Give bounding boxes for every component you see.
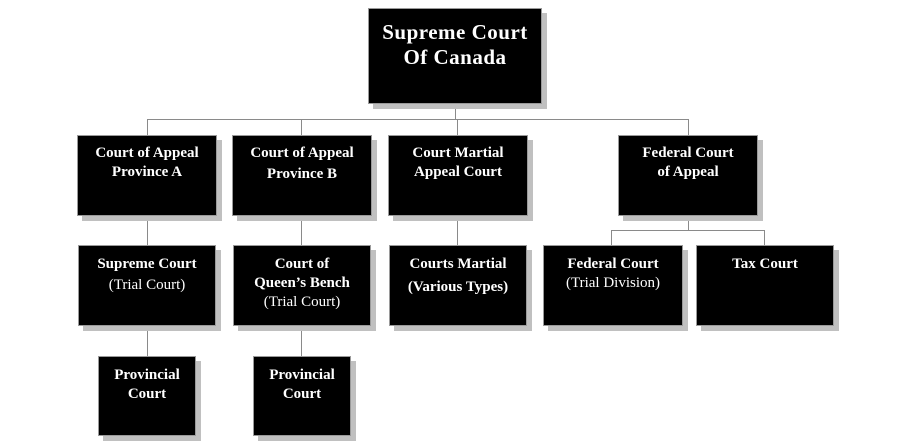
node-line: Federal Court [567,256,659,272]
node-line: Province A [111,164,183,180]
connector-top-bus [147,119,689,120]
connector-qb-to-prov-b [301,326,302,356]
node-line: Appeal Court [414,164,502,180]
node-line: Provincial [269,367,335,383]
connector-to-fct [611,230,612,245]
node-line: Court of [274,256,330,272]
connector-b-to-qb [301,216,302,245]
node-federal-court-trial-division: Federal Court (Trial Division) [543,245,683,326]
connector-fca-bus [611,230,765,231]
node-court-of-queens-bench: Court of Queen’s Bench (Trial Court) [233,245,371,326]
node-line: Tax Court [732,256,798,272]
node-federal-court-of-appeal: Federal Court of Appeal [618,135,758,216]
node-line: Court of Appeal [95,145,199,161]
node-line: Federal Court [642,145,734,161]
node-line: Provincial [114,367,180,383]
node-line: Queen’s Bench [254,275,350,291]
connector-to-cmac [457,119,458,135]
node-subtitle: (Trial Court) [263,294,341,310]
node-line: of Appeal [657,164,719,180]
node-supreme-court-trial: Supreme Court (Trial Court) [78,245,216,326]
node-line: Court [127,386,167,402]
node-subtitle: (Trial Division) [565,275,661,291]
node-supreme-court-of-canada: Supreme Court Of Canada [368,8,542,104]
connector-to-appeal-b [301,119,302,135]
connector-top-trunk [455,104,456,119]
node-line: Court [282,386,322,402]
connector-cmac-to-cm [457,216,458,245]
node-line: Supreme Court [382,20,528,44]
node-line: Court of Appeal [250,145,354,161]
node-line: (Various Types) [407,279,509,295]
node-provincial-court-a: Provincial Court [98,356,196,436]
connector-to-appeal-a [147,119,148,135]
node-line: Supreme Court [97,256,197,272]
node-provincial-court-b: Provincial Court [253,356,351,436]
node-court-of-appeal-province-b: Court of Appeal Province B [232,135,372,216]
connector-trial-to-prov-a [147,326,148,356]
node-tax-court: Tax Court [696,245,834,326]
connector-to-fca [688,119,689,135]
node-court-martial-appeal-court: Court Martial Appeal Court [388,135,528,216]
connector-to-tax [764,230,765,245]
node-courts-martial: Courts Martial (Various Types) [389,245,527,326]
node-line: Courts Martial [409,256,507,272]
connector-fca-trunk [688,216,689,230]
node-line: Of Canada [403,45,507,69]
node-court-of-appeal-province-a: Court of Appeal Province A [77,135,217,216]
node-subtitle: (Trial Court) [108,277,186,293]
node-line: Court Martial [412,145,504,161]
node-line: Province B [266,166,338,182]
connector-a-to-trial [147,216,148,245]
